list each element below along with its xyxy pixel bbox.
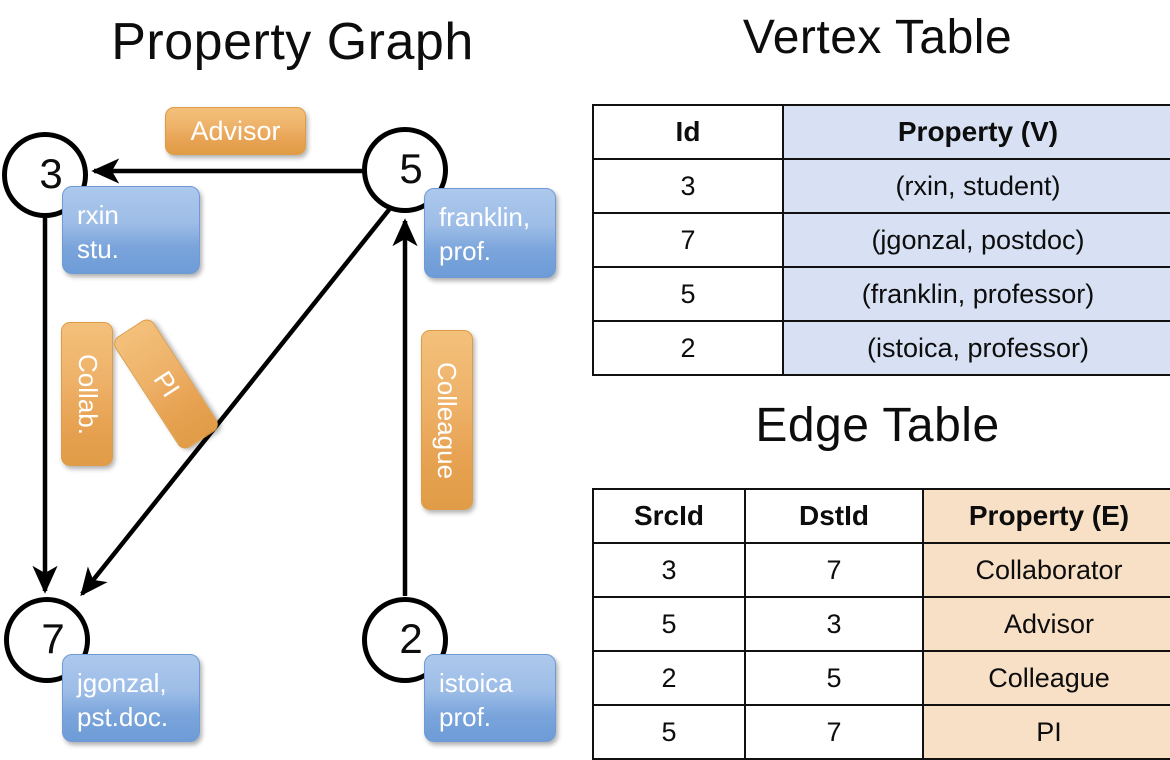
table-row[interactable]: 2 (istoica, professor) xyxy=(592,320,1170,376)
vertex-table-cell-property: (rxin, student) xyxy=(782,158,1170,214)
graph-node-7-label: 7 xyxy=(41,615,65,662)
vertex-property-box-5-line1: franklin, xyxy=(439,202,531,232)
edge-table-cell-dstid: 7 xyxy=(744,542,924,598)
edge-label-advisor-text: Advisor xyxy=(190,115,281,146)
vertex-property-box-7-line2: pst.doc. xyxy=(77,701,169,732)
table-row[interactable]: 3 (rxin, student) xyxy=(592,158,1170,214)
vertex-property-box-2[interactable]: istoica prof. xyxy=(424,654,556,742)
edge-label-advisor[interactable]: Advisor xyxy=(165,107,306,155)
edge-table: SrcId DstId Property (E) 3 7 Collaborato… xyxy=(592,488,1170,760)
edge-table-header-dstid: DstId xyxy=(744,488,924,544)
vertex-property-box-2-line2: prof. xyxy=(439,701,492,732)
vertex-property-box-3-line1: rxin xyxy=(77,200,119,230)
edge-table-cell-srcid: 3 xyxy=(592,542,746,598)
page-title-edge-table: Edge Table xyxy=(755,399,1000,452)
edge-label-collab-text: Collab. xyxy=(72,353,103,435)
graph-edge-5-to-7 xyxy=(80,204,394,597)
table-row[interactable]: 5 (franklin, professor) xyxy=(592,266,1170,322)
vertex-property-box-5[interactable]: franklin, prof. xyxy=(424,188,556,278)
table-row[interactable]: 5 3 Advisor xyxy=(592,596,1170,652)
vertex-property-box-7[interactable]: jgonzal, pst.doc. xyxy=(62,654,200,742)
edge-table-cell-srcid: 5 xyxy=(592,596,746,652)
table-row[interactable]: 2 5 Colleague xyxy=(592,650,1170,706)
graph-node-2[interactable]: 2 xyxy=(362,597,448,683)
edge-table-cell-property: Collaborator xyxy=(922,542,1170,598)
graph-edge-lines xyxy=(32,158,418,597)
edge-table-header-property: Property (E) xyxy=(922,488,1170,544)
edge-table-cell-srcid: 5 xyxy=(592,704,746,760)
edge-table-cell-dstid: 3 xyxy=(744,596,924,652)
vertex-table-cell-id: 7 xyxy=(592,212,784,268)
edge-table-cell-property: Colleague xyxy=(922,650,1170,706)
vertex-property-box-5-line2: prof. xyxy=(439,235,492,266)
edge-table-header-srcid: SrcId xyxy=(592,488,746,544)
edge-label-colleague-text: Colleague xyxy=(432,361,463,479)
table-row[interactable]: 5 7 PI xyxy=(592,704,1170,760)
vertex-table-cell-property: (istoica, professor) xyxy=(782,320,1170,376)
edge-table-cell-property: Advisor xyxy=(922,596,1170,652)
graph-node-2-label: 2 xyxy=(399,615,423,662)
vertex-table-cell-property: (jgonzal, postdoc) xyxy=(782,212,1170,268)
page-title-property-graph: Property Graph xyxy=(111,13,474,71)
graph-node-5[interactable]: 5 xyxy=(362,127,448,213)
edge-table-cell-property: PI xyxy=(922,704,1170,760)
vertex-property-box-7-line1: jgonzal, xyxy=(77,668,167,698)
vertex-table-cell-id: 3 xyxy=(592,158,784,214)
edge-label-collab[interactable]: Collab. xyxy=(61,322,113,466)
table-row[interactable]: 3 7 Collaborator xyxy=(592,542,1170,598)
page-title-vertex-table: Vertex Table xyxy=(742,11,1013,64)
vertex-table-cell-id: 5 xyxy=(592,266,784,322)
edge-label-pi-text: PI xyxy=(147,365,186,403)
table-row[interactable]: 7 (jgonzal, postdoc) xyxy=(592,212,1170,268)
edge-table-cell-dstid: 5 xyxy=(744,650,924,706)
vertex-table-cell-property: (franklin, professor) xyxy=(782,266,1170,322)
vertex-table: Id Property (V) 3 (rxin, student) 7 (jgo… xyxy=(592,104,1170,376)
vertex-table-cell-id: 2 xyxy=(592,320,784,376)
graph-node-3-label: 3 xyxy=(39,150,63,197)
vertex-table-header-property: Property (V) xyxy=(782,104,1170,160)
edge-table-cell-srcid: 2 xyxy=(592,650,746,706)
vertex-property-box-3[interactable]: rxin stu. xyxy=(62,186,200,274)
vertex-property-box-2-line1: istoica xyxy=(439,668,513,698)
graph-node-5-label: 5 xyxy=(399,145,423,192)
edge-table-header-row: SrcId DstId Property (E) xyxy=(592,488,1170,544)
vertex-table-header-id: Id xyxy=(592,104,784,160)
edge-label-colleague[interactable]: Colleague xyxy=(421,330,473,510)
property-graph-diagram: 3 5 7 2 rxin stu. franklin, prof. jgonza… xyxy=(2,107,556,742)
edge-table-cell-dstid: 7 xyxy=(744,704,924,760)
vertex-property-box-3-line2: stu. xyxy=(77,233,119,264)
vertex-table-header-row: Id Property (V) xyxy=(592,104,1170,160)
